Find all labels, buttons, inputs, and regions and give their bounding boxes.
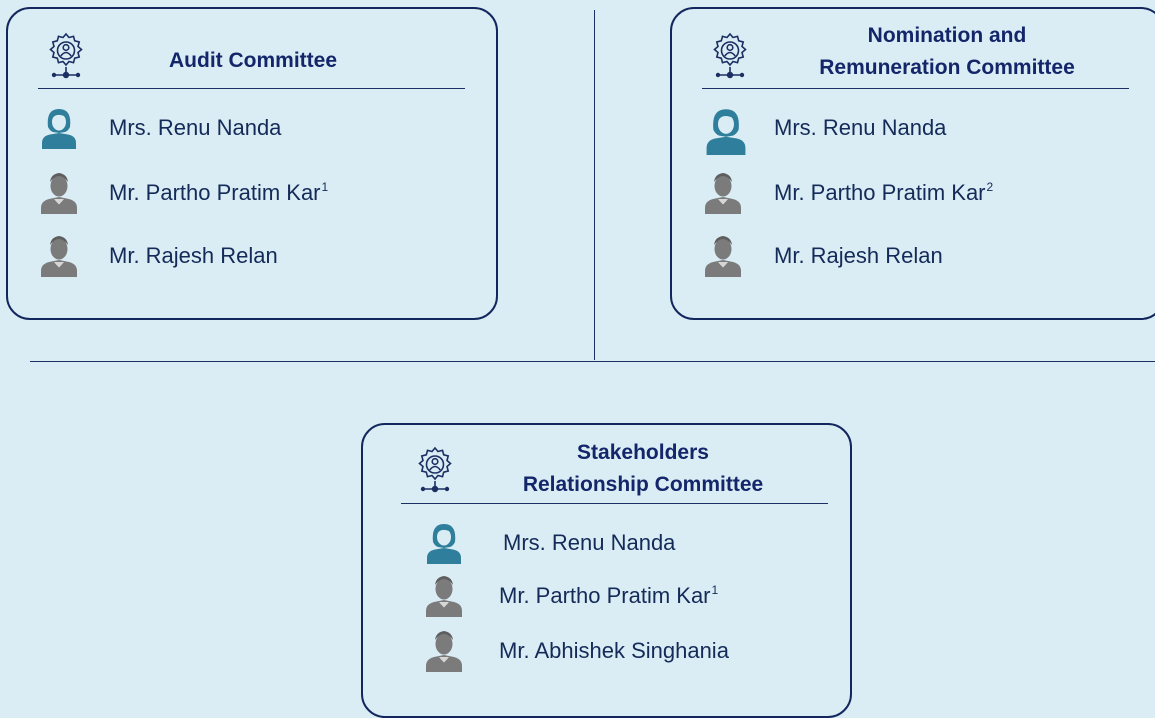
male-person-icon [39,172,79,214]
member-name: Mr. Abhishek Singhania [499,638,729,663]
title-rule [702,88,1129,89]
member-name: Mrs. Renu Nanda [109,115,282,140]
vertical-divider [594,10,595,360]
member-name: Mr. Partho Pratim Kar1 [109,180,329,205]
gear-people-icon [710,31,750,81]
male-person-icon [703,235,743,277]
member-name: Mrs. Renu Nanda [774,115,947,140]
gear-people-icon [46,31,86,81]
stakeholders-relationship-committee-card: Stakeholders Relationship Committee Mrs.… [361,423,852,718]
audit-committee-title: Audit Committee [169,49,337,72]
stakeholders-committee-title: Stakeholders Relationship Committee [522,441,764,496]
gear-people-icon [415,445,455,495]
horizontal-divider [30,361,1155,362]
member-name: Mr. Rajesh Relan [109,243,278,268]
female-person-icon [424,522,464,564]
male-person-icon [424,575,464,617]
male-person-icon [424,630,464,672]
member-name: Mr. Partho Pratim Kar2 [774,180,994,205]
nomination-remuneration-committee-card: Nomination and Remuneration Committee Mr… [670,7,1155,320]
member-name: Mr. Partho Pratim Kar1 [499,583,719,608]
member-name: Mr. Rajesh Relan [774,243,943,268]
female-person-icon [703,107,749,155]
title-rule [38,88,465,89]
title-rule [401,503,828,504]
audit-committee-card: Audit Committee Mrs. Renu Nanda Mr. Part… [6,7,498,320]
male-person-icon [703,172,743,214]
nomination-committee-title: Nomination and Remuneration Committee [819,24,1075,79]
female-person-icon [39,107,79,149]
member-name: Mrs. Renu Nanda [503,530,676,555]
male-person-icon [39,235,79,277]
